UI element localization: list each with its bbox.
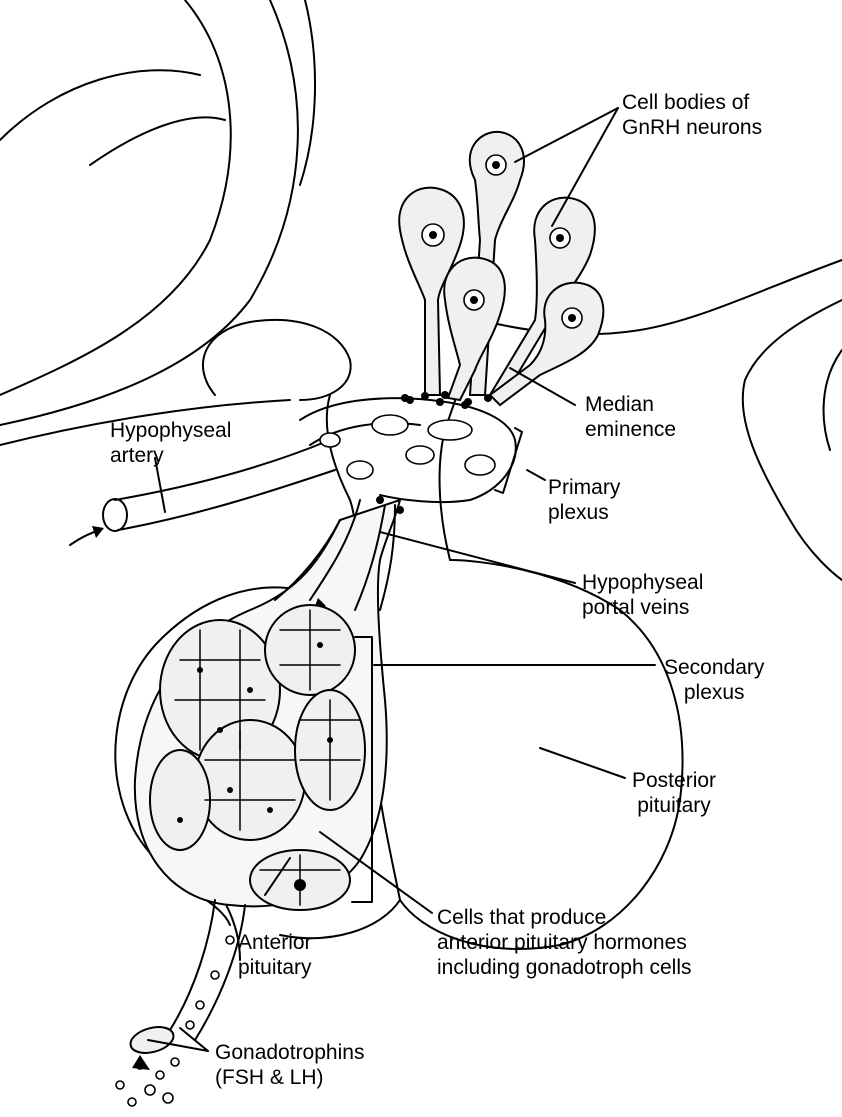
- label-secondary-plexus: Secondary plexus: [664, 655, 764, 705]
- label-gonadotrophins: Gonadotrophins (FSH & LH): [215, 1040, 364, 1090]
- label-anterior-pituitary: Anterior pituitary: [238, 930, 312, 980]
- gnrh-neurons: [399, 132, 603, 406]
- label-primary-plexus: Primary plexus: [548, 475, 620, 525]
- label-median-eminence: Median eminence: [585, 392, 676, 442]
- label-posterior-pituitary: Posterior pituitary: [632, 768, 716, 818]
- gonadotrophin-particles: [116, 1055, 179, 1106]
- label-portal-veins: Hypophyseal portal veins: [582, 570, 703, 620]
- label-gnrh-neurons: Cell bodies of GnRH neurons: [622, 90, 762, 140]
- label-cells-produce: Cells that produce anterior pituitary ho…: [437, 905, 692, 980]
- label-hypophyseal-artery: Hypophyseal artery: [110, 418, 231, 468]
- gnrh-neuron: [490, 283, 603, 405]
- optic-chiasm: [203, 320, 351, 400]
